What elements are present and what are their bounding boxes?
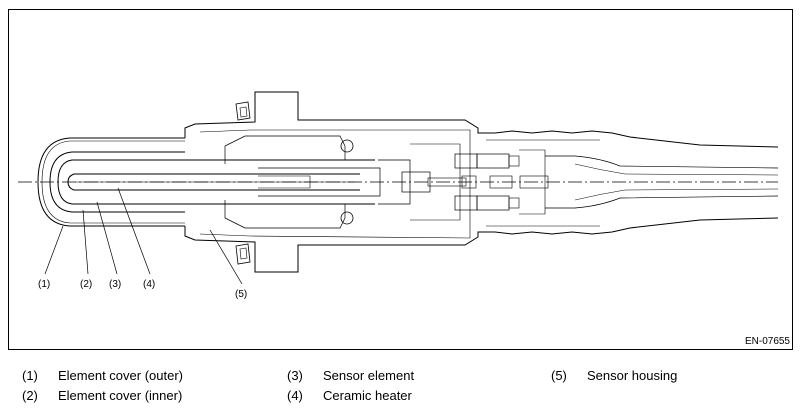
callout-3: (3) (109, 279, 121, 290)
ceramic-heater (67, 173, 360, 191)
callout-1: (1) (38, 279, 50, 290)
leader-4 (117, 187, 151, 275)
leader-1 (44, 225, 64, 275)
legend-number: (4) (287, 388, 303, 403)
legend-number: (5) (551, 368, 567, 383)
callout-5: (5) (235, 289, 247, 300)
leader-2 (82, 209, 89, 275)
legend-number: (1) (22, 368, 38, 383)
legend-label: Element cover (outer) (58, 368, 183, 383)
leader-3 (96, 201, 118, 275)
legend-label: Sensor housing (587, 368, 678, 383)
oxygen-sensor-diagram: (1) (2) (3) (4) (5) (18, 91, 779, 300)
outer-element-cover (37, 137, 185, 227)
sensor-housing (184, 91, 779, 273)
diagram-frame (8, 9, 793, 350)
legend-label: Sensor element (323, 368, 415, 383)
inner-element-cover (49, 151, 185, 213)
legend-number: (3) (287, 368, 303, 383)
legend-number: (2) (22, 388, 38, 403)
legend: (1) Element cover (outer) (2) Element co… (0, 368, 804, 413)
callout-2: (2) (80, 279, 92, 290)
callout-4: (4) (143, 279, 155, 290)
sensor-element (57, 159, 375, 205)
figure-code: EN-07655 (744, 336, 790, 347)
legend-label: Ceramic heater (323, 388, 412, 403)
legend-label: Element cover (inner) (58, 388, 183, 403)
leader-5 (209, 229, 243, 285)
